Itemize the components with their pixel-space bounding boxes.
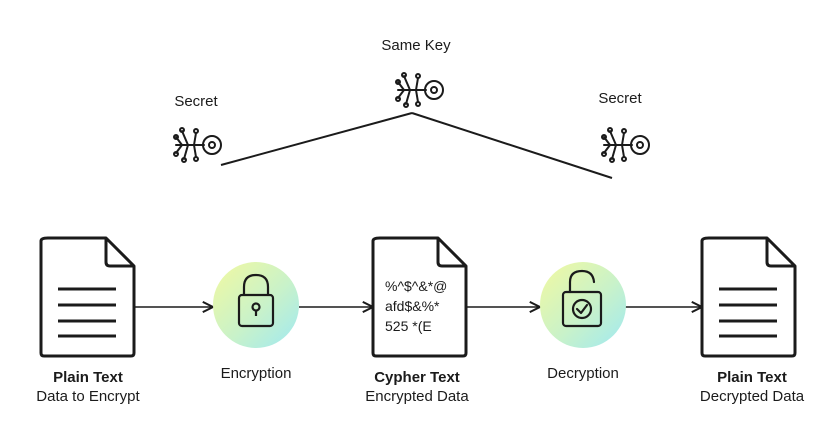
- key-label-right: Secret: [598, 90, 642, 107]
- key-label-center: Same Key: [381, 37, 451, 54]
- key-icon-left: [173, 127, 222, 163]
- step-label-decryption: Decryption: [547, 365, 619, 382]
- step-label-plain-out: Plain Text Decrypted Data: [682, 368, 822, 406]
- key-icon-center: [395, 72, 444, 108]
- key-label-left: Secret: [174, 93, 218, 110]
- document-icon-plain-out: [700, 236, 797, 358]
- key-icon-right: [601, 127, 650, 163]
- cypher-line: %^$^&*@: [385, 278, 448, 294]
- step-label-encryption: Encryption: [220, 365, 292, 382]
- cypher-line: 525 *(E: [385, 318, 432, 334]
- lock-closed-icon: [237, 273, 275, 328]
- key-line-right: [411, 112, 613, 179]
- decryption-circle: [540, 262, 626, 348]
- step-label-cypher: Cypher Text Encrypted Data: [347, 368, 487, 406]
- document-icon-cypher: [371, 236, 468, 358]
- step-subtitle: Encrypted Data: [365, 388, 469, 405]
- step-subtitle: Decrypted Data: [699, 388, 805, 405]
- step-label-plain-in: Plain Text Data to Encrypt: [18, 368, 158, 406]
- cypher-content: %^$^&*@ afd$&%* 525 *(E: [385, 276, 447, 336]
- lock-open-check-icon: [561, 269, 603, 328]
- step-subtitle: Data to Encrypt: [36, 388, 140, 405]
- document-icon-plain-in: [39, 236, 136, 358]
- step-title: Plain Text: [53, 369, 123, 386]
- step-title: Plain Text: [717, 369, 787, 386]
- key-line-left: [220, 112, 413, 166]
- encryption-circle: [213, 262, 299, 348]
- cypher-line: afd$&%*: [385, 298, 440, 314]
- step-title: Cypher Text: [374, 369, 460, 386]
